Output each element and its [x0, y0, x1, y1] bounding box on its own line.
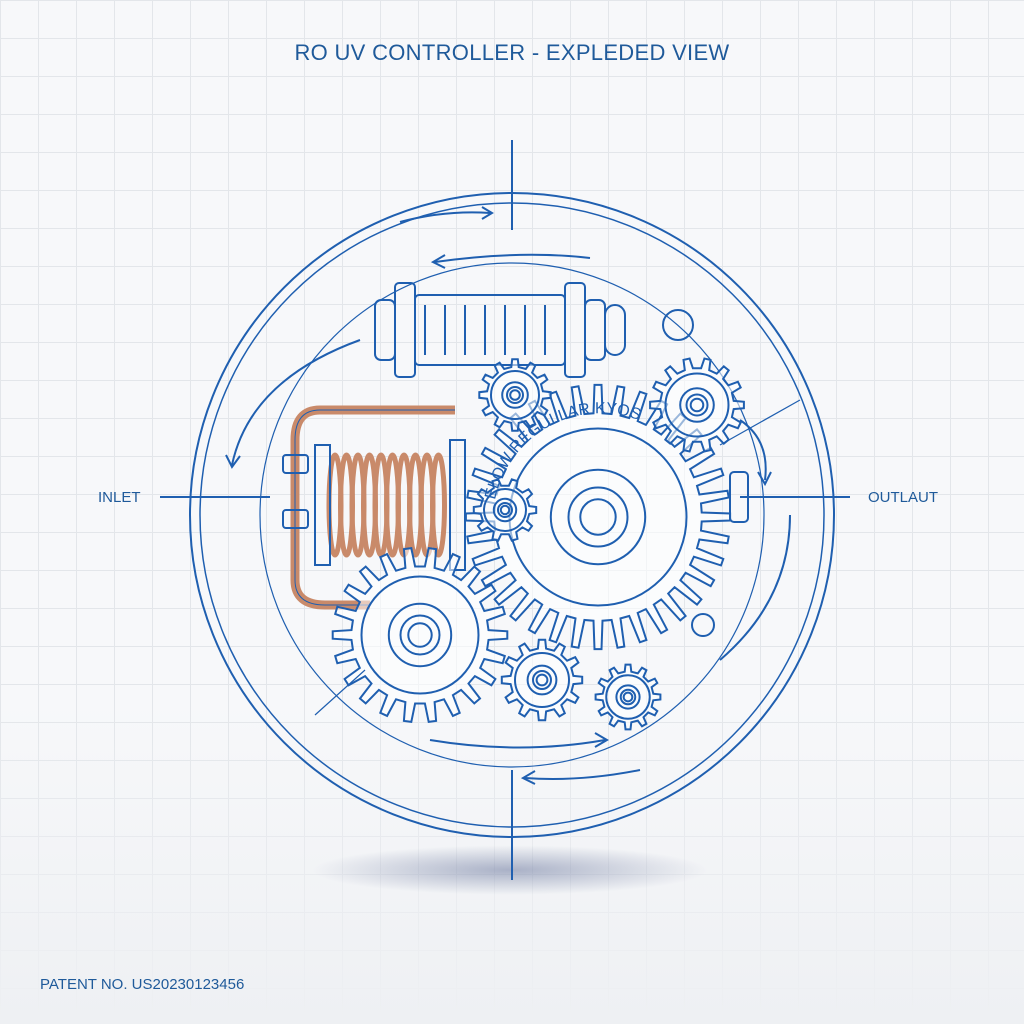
- outlet-fitting: [729, 471, 749, 523]
- bottom-small-gear: [500, 638, 584, 722]
- flow-arrows: [225, 206, 791, 785]
- leader-line-2: [314, 669, 366, 716]
- coil-end-plate-right: [449, 439, 466, 571]
- coil-turn: [430, 452, 447, 558]
- heating-coil: [326, 452, 447, 558]
- top-small-gear: [478, 358, 552, 432]
- pipe-fitting-top: [282, 454, 309, 474]
- drop-shadow: [310, 845, 710, 895]
- lower-left-gear: [331, 546, 509, 724]
- inner-boundary-ring: [259, 262, 765, 768]
- diagram-title: RO UV CONTROLLER - EXPLEDED VIEW: [294, 40, 730, 65]
- patent-number: PATENT NO. US20230123456: [40, 976, 245, 993]
- inlet-label: INLET: [98, 489, 141, 506]
- inner-small-gear: [472, 478, 538, 542]
- leader-line-1: [719, 399, 801, 446]
- pipe-fitting-bottom: [282, 509, 309, 529]
- outlet-label: OUTLAUT: [868, 489, 939, 506]
- uv-lamp: [374, 282, 694, 378]
- bottom-right-gear: [594, 663, 662, 731]
- coil-end-plate-left: [314, 444, 331, 566]
- mounting-hole: [691, 613, 715, 637]
